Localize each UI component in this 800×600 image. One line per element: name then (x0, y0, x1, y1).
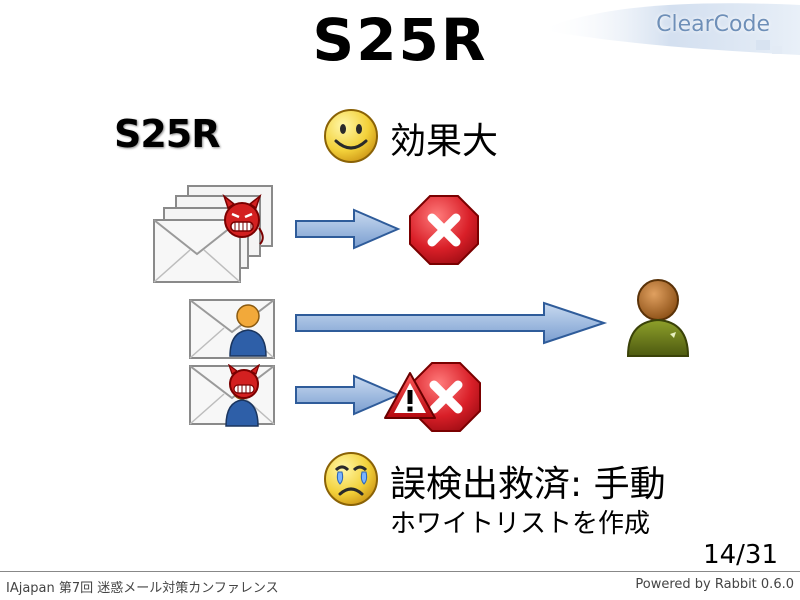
arrow-right-icon (295, 208, 401, 250)
spam-envelope-stack (153, 185, 273, 283)
smiley-crying-icon (324, 452, 378, 506)
footer-powered-by: Powered by Rabbit 0.6.0 (635, 577, 794, 592)
red-x-octagon-icon (409, 195, 479, 265)
whitelist-label: ホワイトリストを作成 (390, 509, 651, 539)
person-icon (626, 279, 690, 357)
logo-swoosh (540, 3, 800, 56)
s25r-heading: S25R (114, 112, 221, 156)
smiley-happy-icon (324, 109, 378, 163)
envelope-icon (153, 185, 273, 283)
person-icon (229, 304, 267, 357)
clearcode-logo: ClearCode (540, 0, 800, 60)
devil-icon (222, 193, 264, 245)
arrow-right-icon (295, 301, 608, 345)
effect-label: 効果大 (390, 121, 499, 162)
slide-title: S25R (312, 6, 488, 74)
arrow-right-icon (295, 374, 401, 416)
rescue-label: 誤検出救済: 手動 (390, 464, 666, 505)
envelope-person-devil (189, 364, 275, 427)
page-number: 14/31 (703, 540, 778, 570)
logo-text: ClearCode (656, 12, 770, 37)
footer-divider (0, 571, 800, 572)
footer-event-name: IAjapan 第7回 迷惑メール対策カンファレンス (6, 581, 279, 596)
warning-triangle-icon (384, 372, 436, 419)
devil-icon (228, 364, 260, 399)
envelope-with-person (189, 299, 275, 359)
